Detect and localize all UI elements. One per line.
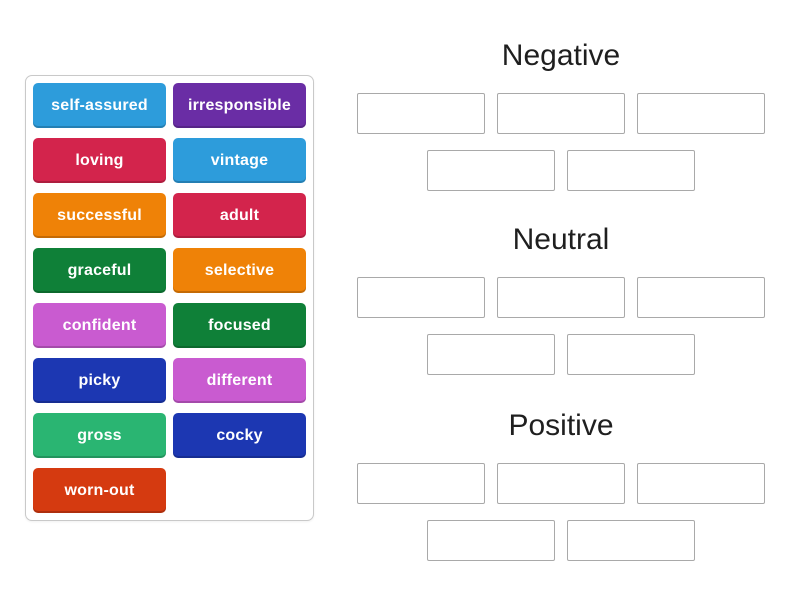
word-tile[interactable]: worn-out (33, 468, 166, 513)
drop-slot[interactable] (497, 277, 625, 318)
word-tile[interactable]: vintage (173, 138, 306, 183)
group-title-positive: Positive (508, 409, 614, 442)
word-tile[interactable]: self-assured (33, 83, 166, 128)
drop-slot[interactable] (637, 463, 765, 504)
drop-slot[interactable] (427, 334, 555, 375)
drop-slot[interactable] (637, 93, 765, 134)
drop-slot[interactable] (357, 463, 485, 504)
drop-slot[interactable] (637, 277, 765, 318)
word-tile[interactable]: focused (173, 303, 306, 348)
word-tile[interactable]: picky (33, 358, 166, 403)
group-title-neutral: Neutral (512, 223, 610, 256)
drop-slot[interactable] (567, 520, 695, 561)
word-tile[interactable]: loving (33, 138, 166, 183)
word-tile[interactable]: different (173, 358, 306, 403)
group-title-negative: Negative (501, 39, 621, 72)
drop-slot[interactable] (357, 93, 485, 134)
word-tile[interactable]: irresponsible (173, 83, 306, 128)
drop-slot[interactable] (497, 93, 625, 134)
drop-slot[interactable] (567, 334, 695, 375)
drop-slot[interactable] (497, 463, 625, 504)
slot-row (357, 93, 765, 134)
word-tile[interactable]: graceful (33, 248, 166, 293)
drop-slot[interactable] (427, 520, 555, 561)
word-tile[interactable]: successful (33, 193, 166, 238)
group-neutral: Neutral (357, 220, 765, 375)
word-tile[interactable]: selective (173, 248, 306, 293)
drop-slot[interactable] (427, 150, 555, 191)
word-tile[interactable]: gross (33, 413, 166, 458)
group-positive: Positive (357, 406, 765, 561)
slot-row (357, 150, 765, 191)
word-tile[interactable]: adult (173, 193, 306, 238)
slot-row (357, 334, 765, 375)
drop-slot[interactable] (567, 150, 695, 191)
word-tile[interactable]: cocky (173, 413, 306, 458)
group-negative: Negative (357, 36, 765, 191)
drop-slot[interactable] (357, 277, 485, 318)
word-bank-panel: self-assured irresponsible loving vintag… (25, 75, 314, 521)
slot-row (357, 277, 765, 318)
word-tile[interactable]: confident (33, 303, 166, 348)
slot-row (357, 463, 765, 504)
slot-row (357, 520, 765, 561)
